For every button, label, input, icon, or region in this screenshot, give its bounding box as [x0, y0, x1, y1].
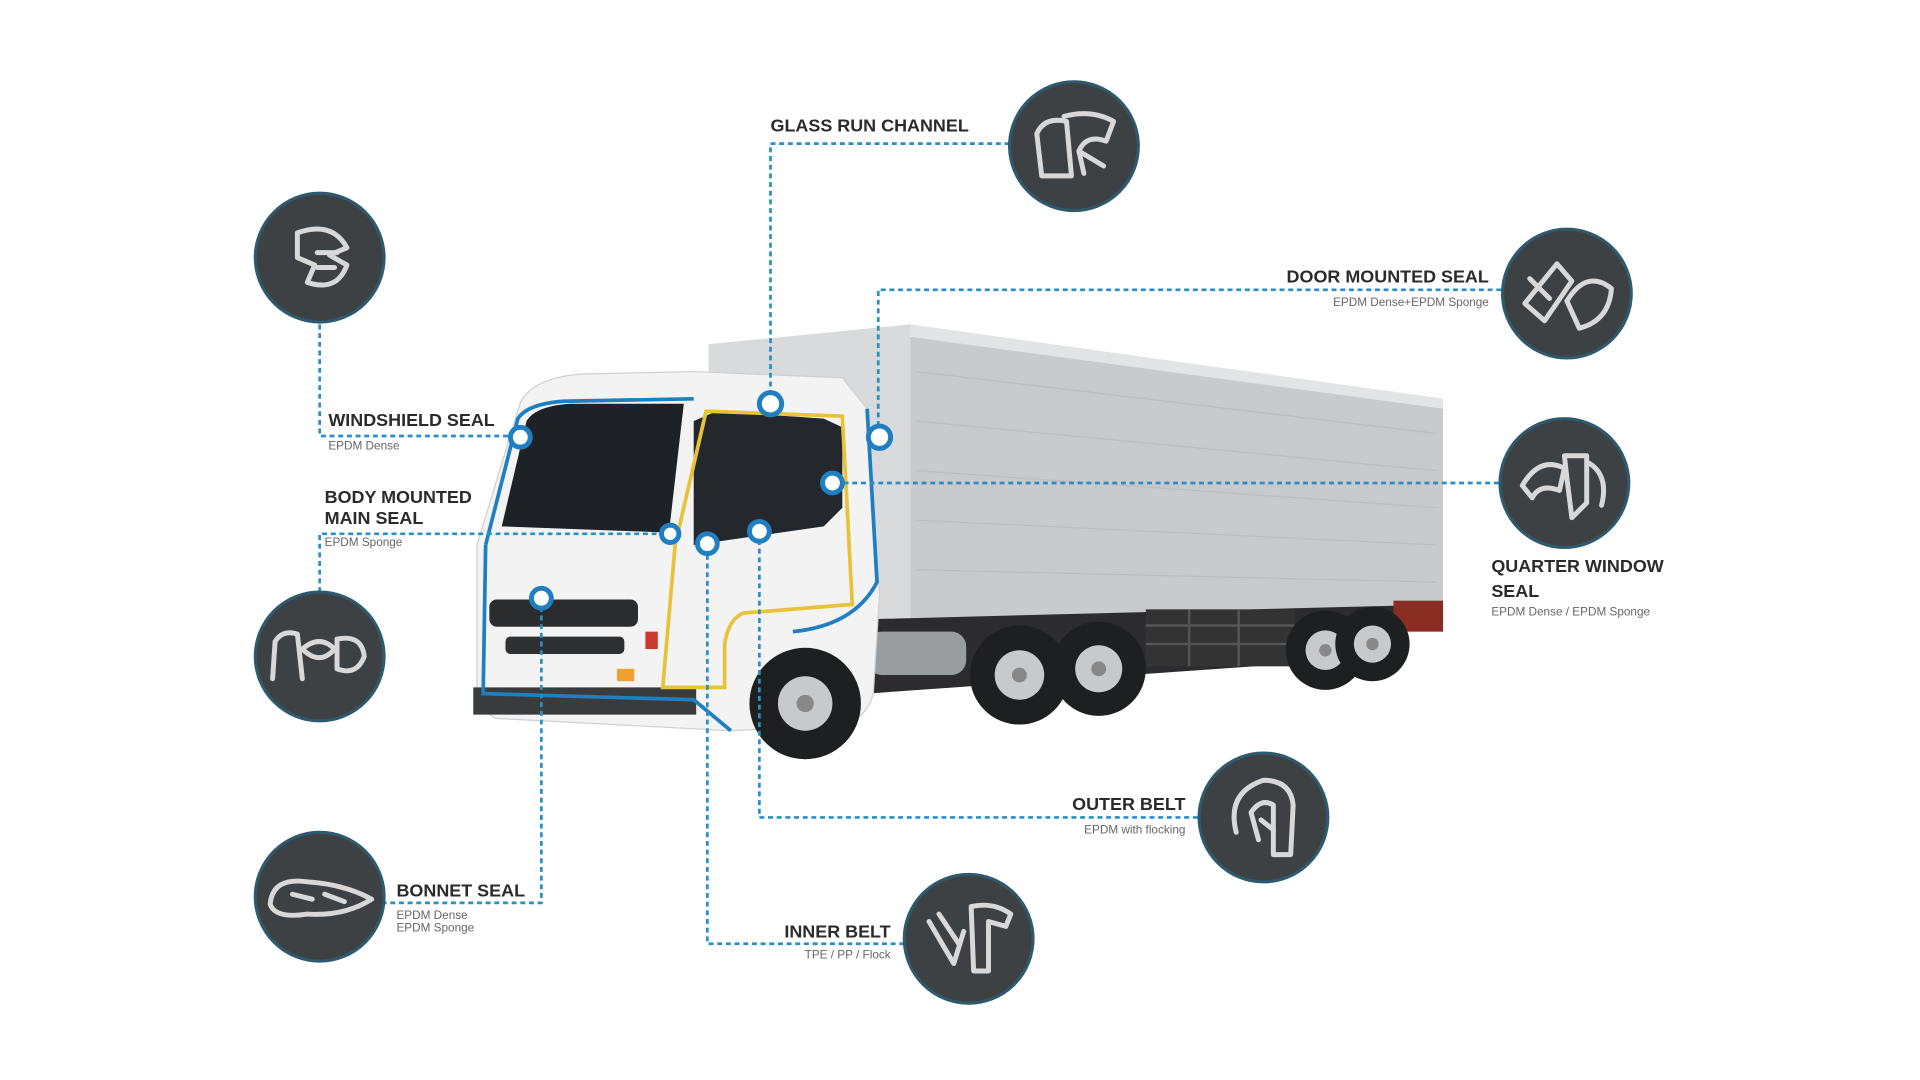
leader-outer-belt — [757, 531, 1198, 819]
door-outline — [660, 409, 855, 690]
quarter-window-seal-profile-icon — [1498, 417, 1631, 549]
bonnet-seal-profile-icon — [253, 830, 386, 963]
callout-material: EPDM Dense / EPDM Sponge — [1491, 606, 1650, 619]
callout-title-line1: QUARTER WINDOW — [1491, 556, 1663, 576]
hotspot-inner-belt[interactable] — [694, 531, 720, 557]
callout-outer-belt: OUTER BELT EPDM with flocking — [1072, 794, 1185, 837]
leader-inner-belt — [705, 543, 905, 946]
leader-door-mounted — [876, 288, 1502, 438]
callout-material: EPDM with flocking — [1084, 824, 1185, 837]
callout-title: WINDSHIELD SEAL — [328, 410, 494, 430]
windshield — [501, 403, 684, 533]
windshield-seal-profile-icon — [253, 191, 386, 324]
callout-title: GLASS RUN CHANNEL — [771, 115, 969, 135]
hotspot-bonnet[interactable] — [528, 585, 554, 611]
callout-inner-belt: INNER BELT TPE / PP / Flock — [784, 922, 890, 962]
callout-material: TPE / PP / Flock — [805, 949, 891, 962]
callout-title-line2: SEAL — [1491, 581, 1539, 601]
callout-material: EPDM Sponge — [325, 536, 403, 549]
hotspot-glass-run[interactable] — [756, 390, 785, 418]
callout-material-1: EPDM Dense — [396, 909, 468, 922]
callout-title: BONNET SEAL — [396, 881, 525, 901]
callout-bonnet-seal: BONNET SEAL EPDM Dense EPDM Sponge — [396, 881, 525, 935]
callout-glass-run-channel: GLASS RUN CHANNEL — [771, 115, 969, 135]
door-window — [693, 411, 843, 545]
door-mounted-seal-profile-icon — [1500, 227, 1633, 360]
callout-title: OUTER BELT — [1072, 794, 1185, 814]
outer-belt-profile-icon — [1197, 751, 1330, 884]
hotspot-outer-belt[interactable] — [746, 518, 772, 544]
leader-body-mounted — [318, 532, 671, 593]
hotspots — [507, 390, 894, 611]
callout-material: EPDM Dense — [328, 440, 400, 453]
hotspot-door-mounted[interactable] — [865, 423, 894, 451]
leader-windshield — [318, 324, 521, 438]
callout-quarter-window-seal: QUARTER WINDOW SEAL EPDM Dense / EPDM Sp… — [1491, 556, 1663, 618]
leader-bonnet — [381, 598, 543, 905]
callout-material: EPDM Dense+EPDM Sponge — [1333, 296, 1489, 309]
wheels — [749, 606, 1410, 760]
hotspot-quarter-window[interactable] — [820, 470, 845, 496]
callout-body-mounted-main-seal: BODY MOUNTED MAIN SEAL EPDM Sponge — [325, 487, 472, 549]
callout-material-2: EPDM Sponge — [396, 921, 474, 934]
callout-title: DOOR MOUNTED SEAL — [1287, 266, 1489, 286]
callout-title-line1: BODY MOUNTED — [325, 487, 472, 507]
truck-illustration — [473, 324, 1444, 760]
callout-door-mounted-seal: DOOR MOUNTED SEAL EPDM Dense+EPDM Sponge — [1287, 266, 1490, 309]
callout-title-line2: MAIN SEAL — [325, 508, 424, 528]
hotspot-body-mounted[interactable] — [659, 522, 682, 545]
inner-belt-profile-icon — [902, 872, 1035, 1005]
callout-title: INNER BELT — [784, 922, 890, 942]
leader-glass-run — [769, 142, 1010, 404]
callout-windshield-seal: WINDSHIELD SEAL EPDM Dense — [328, 410, 494, 453]
hotspot-windshield[interactable] — [507, 424, 533, 450]
glass-run-channel-profile-icon — [1007, 80, 1140, 213]
body-mounted-seal-profile-icon — [253, 590, 386, 723]
